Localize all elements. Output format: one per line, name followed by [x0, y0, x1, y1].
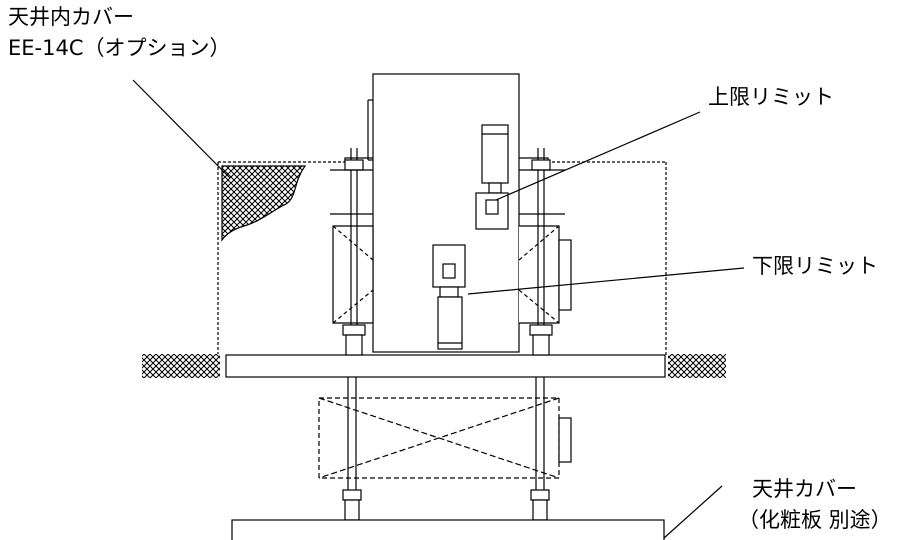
upper-side-units — [332, 225, 572, 324]
label-ceiling-inner-cover: 天井内カバー — [8, 5, 134, 29]
upper-limit-switch — [475, 124, 509, 230]
ceiling-inner-cover-outline — [217, 161, 667, 356]
ceiling-slab-right — [668, 354, 726, 378]
ceiling-cover-plate — [231, 519, 665, 540]
ceiling-inner-cover-hatch — [221, 165, 307, 242]
label-ceiling-cover-note: （化粧板 別途） — [738, 508, 892, 532]
leader-ceiling-cover — [663, 485, 723, 539]
lower-unit — [318, 397, 572, 479]
label-ceiling-cover: 天井カバー — [752, 477, 857, 501]
leader-upper-limit — [495, 111, 701, 201]
mounting-plate — [225, 354, 666, 378]
lower-hanging-rods — [342, 377, 550, 521]
leader-ceiling-inner-cover — [132, 79, 231, 179]
label-lower-limit: 下限リミット — [752, 254, 878, 278]
leader-lower-limit — [467, 267, 745, 295]
label-upper-limit: 上限リミット — [708, 85, 834, 109]
label-ceiling-inner-cover-model: EE-14C（オプション） — [8, 36, 231, 60]
lower-limit-switch — [432, 244, 466, 350]
ceiling-slab-left — [142, 354, 220, 378]
